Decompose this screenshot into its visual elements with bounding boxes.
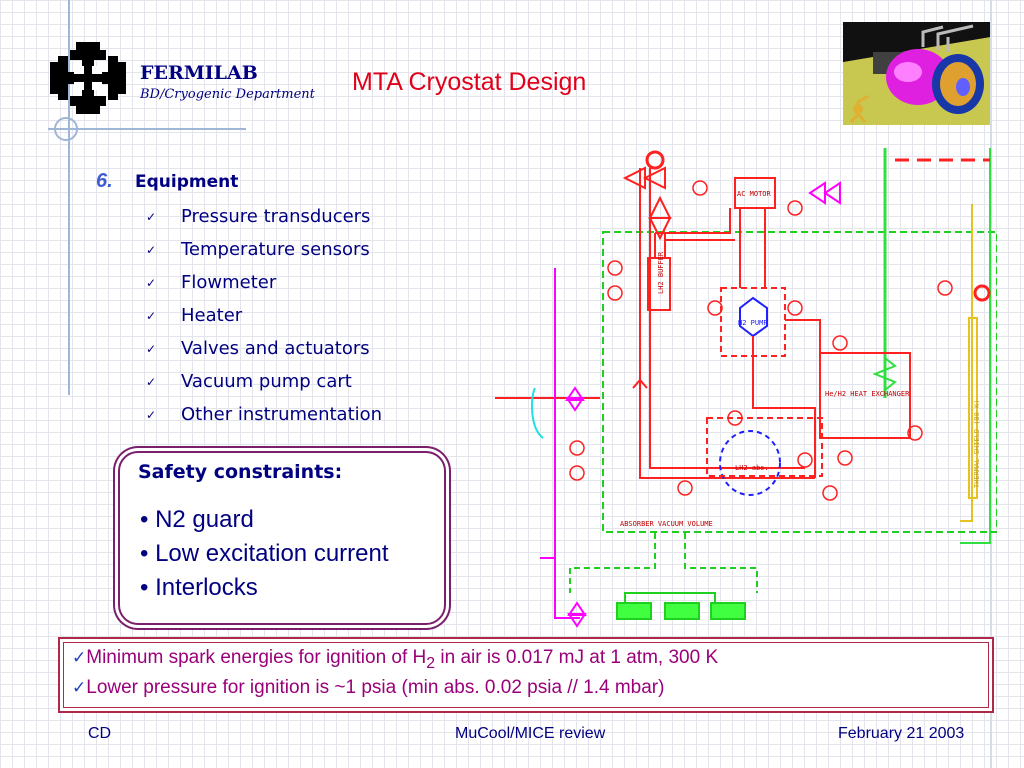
note-line-2: ✓Lower pressure for ignition is ~1 psia … (72, 677, 665, 698)
list-item: ✓Pressure transducers (146, 206, 371, 227)
list-item: ✓Vacuum pump cart (146, 371, 352, 392)
list-item: ✓Other instrumentation (146, 404, 383, 425)
checkmark-icon: ✓ (146, 407, 157, 422)
fermilab-logo (50, 42, 126, 114)
footer-right: February 21 2003 (838, 725, 965, 742)
list-item: ✓Temperature sensors (146, 239, 370, 260)
ac-motor-label: AC MOTOR (737, 190, 772, 198)
org-name: FERMILAB (140, 62, 258, 84)
section-title: Equipment (135, 172, 239, 192)
equipment-list: ✓Pressure transducers ✓Temperature senso… (146, 200, 382, 431)
footer-left: CD (88, 725, 112, 742)
list-item: ✓Valves and actuators (146, 338, 370, 359)
list-item: ✓Heater (146, 305, 243, 326)
checkmark-icon: ✓ (72, 678, 87, 697)
checkmark-icon: ✓ (146, 308, 157, 323)
checkmark-icon: ✓ (146, 242, 157, 257)
safety-item: • N2 guard (140, 506, 254, 533)
safety-item: • Low excitation current (140, 540, 389, 567)
thermal-shield-label: THERMAL SHIELD (80 K) (973, 399, 981, 488)
decorative-vertical-line (68, 0, 70, 395)
decorative-horizontal-line (48, 128, 246, 130)
checkmark-icon: ✓ (146, 275, 157, 290)
decorative-circle (54, 117, 78, 141)
cryostat-render-image (843, 22, 990, 125)
safety-title: Safety constraints: (138, 461, 343, 483)
department-name: BD/Cryogenic Department (140, 87, 315, 102)
safety-constraints-box (118, 451, 446, 625)
note-line-1: ✓Minimum spark energies for ignition of … (72, 647, 719, 672)
lh2-buffer-label: LH2 BUFFER (657, 251, 665, 294)
footer-center: MuCool/MICE review (455, 725, 606, 742)
checkmark-icon: ✓ (146, 374, 157, 389)
notes-box (58, 637, 994, 713)
h2-pump-label: H2 PUMP (738, 319, 768, 327)
heat-exchanger-label: He/H2 HEAT EXCHANGER (825, 390, 910, 398)
section-number: 6. (96, 170, 113, 192)
list-item: ✓Flowmeter (146, 272, 277, 293)
checkmark-icon: ✓ (72, 648, 87, 667)
page-title: MTA Cryostat Design (352, 68, 587, 96)
absorber-volume-label: ABSORBER VACUUM VOLUME (620, 520, 713, 528)
checkmark-icon: ✓ (146, 341, 157, 356)
lh2-abs-label: LH2 abs. (735, 464, 769, 472)
safety-item: • Interlocks (140, 574, 258, 601)
checkmark-icon: ✓ (146, 209, 157, 224)
cryostat-piping-diagram: LH2 BUFFER AC MOTOR He/H2 HEAT EXCHANGER… (495, 148, 997, 628)
